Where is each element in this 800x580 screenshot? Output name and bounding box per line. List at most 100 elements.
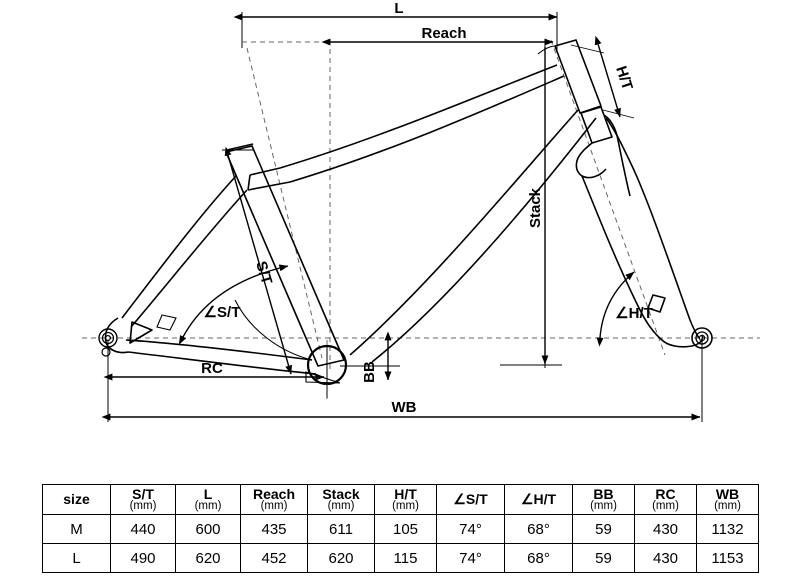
chain-stay-upper-edge	[125, 339, 313, 361]
seat-stay-upper-edge	[121, 175, 237, 319]
dimension-bb-drop: BB	[340, 331, 400, 383]
col-header-rc-text: RC	[655, 485, 676, 502]
front-hub-mid	[695, 331, 709, 345]
dimension-reach: Reach	[321, 25, 554, 46]
col-header-ht-unit: (mm)	[392, 499, 419, 512]
front-hub-outer	[691, 327, 713, 349]
col-header-ht-angle: ∠H/T	[504, 484, 573, 515]
top-tube-upper-edge	[249, 64, 558, 176]
bb-label: BB	[361, 361, 378, 383]
col-header-wb-text: WB	[715, 485, 740, 502]
col-header-bb-text: BB	[593, 485, 614, 502]
cell-reach: 435	[240, 514, 308, 544]
col-header-st-angle-text: ∠S/T	[453, 491, 488, 508]
col-header-size-text: size	[63, 491, 90, 508]
col-header-rc-unit: (mm)	[652, 499, 679, 512]
cell-l: 620	[175, 543, 241, 573]
down-tube-upper-edge	[349, 109, 579, 356]
cell-reach: 452	[240, 543, 308, 573]
cell-size: L	[42, 543, 111, 573]
rear-hub-mid	[101, 331, 115, 345]
head-tube-label: H/T	[612, 64, 636, 92]
cell-size: M	[42, 514, 111, 544]
col-header-stack: Stack (mm)	[307, 484, 375, 515]
top-tube-seat-junction	[247, 174, 251, 191]
down-tube-lower-edge	[371, 117, 597, 363]
cell-bb: 59	[572, 514, 635, 544]
table-header-row: size S/T (mm) L (mm) Reach (mm)	[42, 484, 759, 515]
col-header-bb-unit: (mm)	[590, 499, 617, 512]
rear-brake-mount	[129, 321, 153, 344]
frame-geometry-diagram: L Reach H/T S/T ∠	[0, 0, 800, 470]
head-tube-angle-label: ∠H/T	[615, 305, 653, 322]
cell-ht-angle: 68°	[504, 514, 573, 544]
chainstay-yoke	[305, 371, 341, 384]
col-header-l: L (mm)	[175, 484, 241, 515]
head-tube-shape	[554, 39, 602, 114]
length-label: L	[394, 0, 403, 17]
col-header-l-text: L	[203, 485, 213, 502]
table-row: M 440 600 435 611 105 74° 68° 59 430 113…	[42, 514, 759, 544]
rc-label: RC	[201, 360, 223, 377]
fork-steerer	[580, 106, 613, 144]
col-header-wb: WB (mm)	[696, 484, 759, 515]
cell-st-angle: 74°	[436, 543, 505, 573]
seat-stay-bridge	[156, 314, 177, 331]
rear-hub-axle	[104, 335, 111, 342]
col-header-size: size	[42, 484, 111, 515]
cell-ht: 115	[374, 543, 437, 573]
head-tube-angle-arc	[596, 271, 635, 347]
table-row: L 490 620 452 620 115 74° 68° 59 430 115…	[42, 543, 759, 573]
rear-hub-outer	[98, 328, 118, 348]
col-header-st-angle: ∠S/T	[436, 484, 505, 515]
cell-ht-angle: 68°	[504, 543, 573, 573]
col-header-rc: RC (mm)	[634, 484, 697, 515]
bottom-bracket-shell	[306, 344, 348, 386]
col-header-st-unit: (mm)	[129, 499, 157, 512]
top-tube-lower-edge	[247, 75, 565, 191]
frame-outline	[98, 39, 713, 386]
geometry-spec-table: size S/T (mm) L (mm) Reach (mm)	[42, 484, 759, 573]
cell-st: 490	[110, 543, 176, 573]
diagram-background	[0, 0, 800, 470]
rear-dropout-body	[104, 317, 129, 354]
cell-wb: 1132	[696, 514, 759, 544]
seat-tube-angle-label: ∠S/T	[204, 304, 241, 321]
fork-leg-inner-edge	[581, 175, 663, 341]
fork-leg-outer-edge	[605, 117, 700, 339]
cell-ht: 105	[374, 514, 437, 544]
reach-label: Reach	[421, 25, 466, 42]
dimension-length: L	[233, 0, 558, 21]
col-header-reach-text: Reach	[252, 485, 296, 502]
cell-st-angle: 74°	[436, 514, 505, 544]
cell-stack: 611	[307, 514, 375, 544]
cell-rc: 430	[634, 543, 697, 573]
front-hub-axle	[698, 334, 706, 342]
col-header-ht: H/T (mm)	[374, 484, 437, 515]
fork-dropout-body	[661, 334, 704, 348]
fork-brake-mount	[647, 294, 666, 313]
wb-label: WB	[392, 399, 417, 416]
col-header-reach: Reach (mm)	[240, 484, 308, 515]
fork-crown-plate	[603, 114, 631, 197]
cell-st: 440	[110, 514, 176, 544]
dimension-head-tube: H/T	[570, 35, 636, 119]
seat-tube-shape	[225, 145, 345, 367]
col-header-st: S/T (mm)	[110, 484, 176, 515]
head-tube-dimension-line	[594, 35, 621, 118]
cell-bb: 59	[572, 543, 635, 573]
chain-stay-lower-edge	[127, 351, 317, 375]
cell-l: 600	[175, 514, 241, 544]
col-header-stack-unit: (mm)	[327, 499, 355, 512]
col-header-ht-angle-text: ∠H/T	[520, 491, 557, 508]
fork-crown-left	[575, 142, 607, 179]
seat-clamp	[226, 143, 254, 151]
bb-gusset	[234, 299, 313, 361]
col-header-bb: BB (mm)	[572, 484, 635, 515]
cell-stack: 620	[307, 543, 375, 573]
head-tube-top-detail	[537, 45, 557, 55]
col-header-l-unit: (mm)	[194, 499, 222, 512]
rear-dropout-eyelet	[101, 347, 111, 357]
spec-table: size S/T (mm) L (mm) Reach (mm)	[42, 484, 759, 573]
